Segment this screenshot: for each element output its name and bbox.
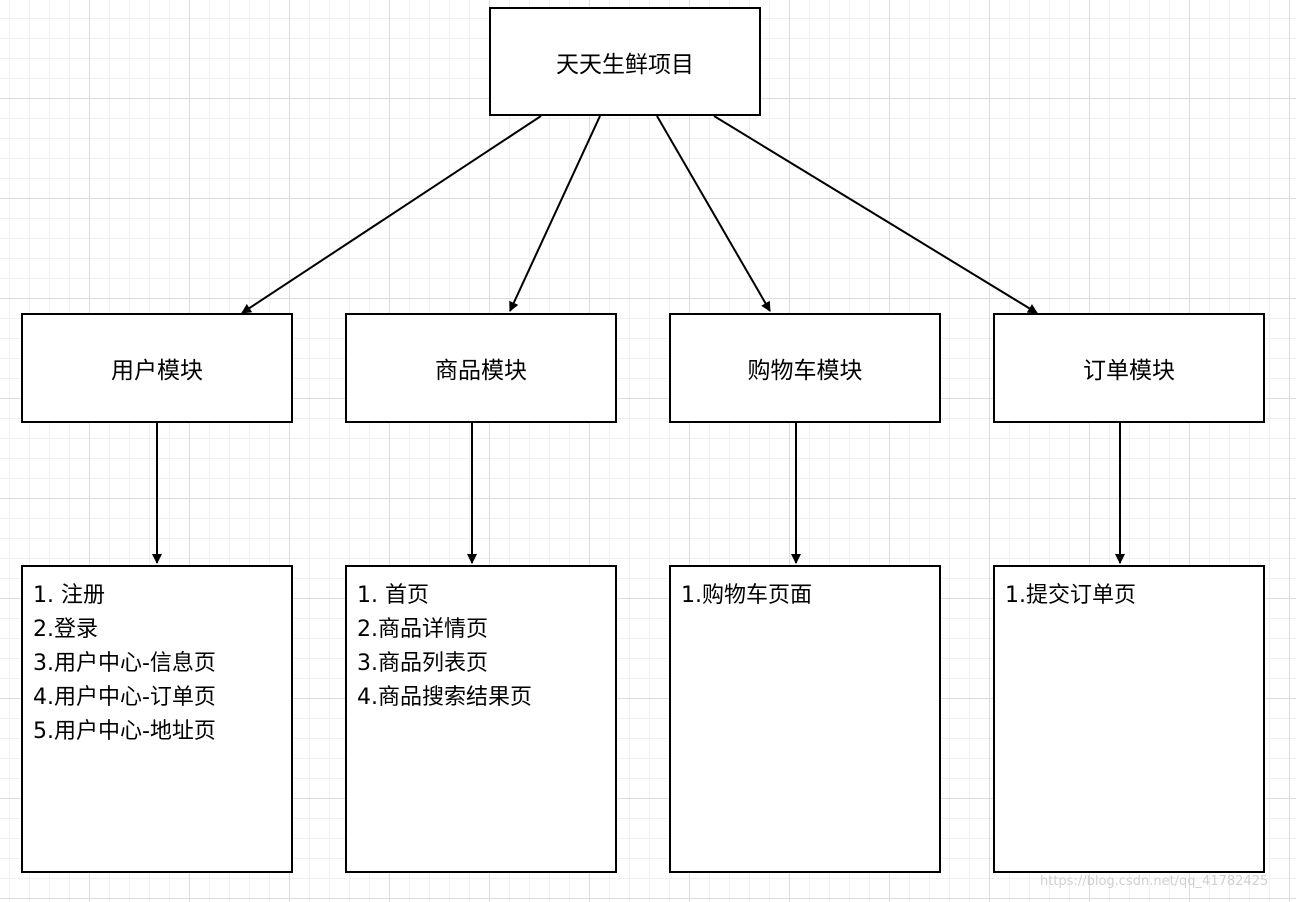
user-pages-node[interactable]: 1. 注册 2.登录 3.用户中心-信息页 4.用户中心-订单页 5.用户中心-… — [21, 565, 293, 873]
page-item-user-info: 3.用户中心-信息页 — [33, 651, 216, 676]
cart-module-label: 购物车模块 — [747, 358, 863, 384]
edge-root-to-goods-module — [509, 115, 601, 312]
goods-module-node[interactable]: 商品模块 — [345, 313, 617, 423]
goods-pages-list: 1. 首页 2.商品详情页 3.商品列表页 4.商品搜索结果页 — [357, 579, 605, 715]
user-module-label: 用户模块 — [111, 358, 203, 384]
root-node-label: 天天生鲜项目 — [556, 51, 694, 78]
edge-root-to-cart-module — [656, 115, 771, 312]
page-item-place-order: 1.提交订单页 — [1005, 583, 1136, 608]
order-module-label: 订单模块 — [1083, 358, 1175, 384]
page-item-user-orders: 4.用户中心-订单页 — [33, 685, 216, 710]
user-pages-list: 1. 注册 2.登录 3.用户中心-信息页 4.用户中心-订单页 5.用户中心-… — [33, 579, 281, 749]
watermark-text: https://blog.csdn.net/qq_41782425 — [1040, 874, 1269, 889]
page-item-cart: 1.购物车页面 — [681, 583, 812, 608]
page-item-register: 1. 注册 — [33, 583, 105, 608]
page-item-user-address: 5.用户中心-地址页 — [33, 719, 216, 744]
page-item-goods-detail: 2.商品详情页 — [357, 617, 488, 642]
page-item-login: 2.登录 — [33, 617, 98, 642]
cart-module-node[interactable]: 购物车模块 — [669, 313, 941, 423]
order-pages-node[interactable]: 1.提交订单页 — [993, 565, 1265, 873]
user-module-node[interactable]: 用户模块 — [21, 313, 293, 423]
root-node[interactable]: 天天生鲜项目 — [489, 7, 761, 116]
edge-root-to-user-module — [241, 115, 542, 314]
order-module-node[interactable]: 订单模块 — [993, 313, 1265, 423]
cart-pages-node[interactable]: 1.购物车页面 — [669, 565, 941, 873]
page-item-goods-search: 4.商品搜索结果页 — [357, 685, 532, 710]
cart-pages-list: 1.购物车页面 — [681, 579, 929, 613]
page-item-goods-list: 3.商品列表页 — [357, 651, 488, 676]
order-pages-list: 1.提交订单页 — [1005, 579, 1253, 613]
edge-root-to-order-module — [713, 115, 1038, 314]
goods-module-label: 商品模块 — [435, 358, 527, 384]
page-item-home: 1. 首页 — [357, 583, 429, 608]
goods-pages-node[interactable]: 1. 首页 2.商品详情页 3.商品列表页 4.商品搜索结果页 — [345, 565, 617, 873]
